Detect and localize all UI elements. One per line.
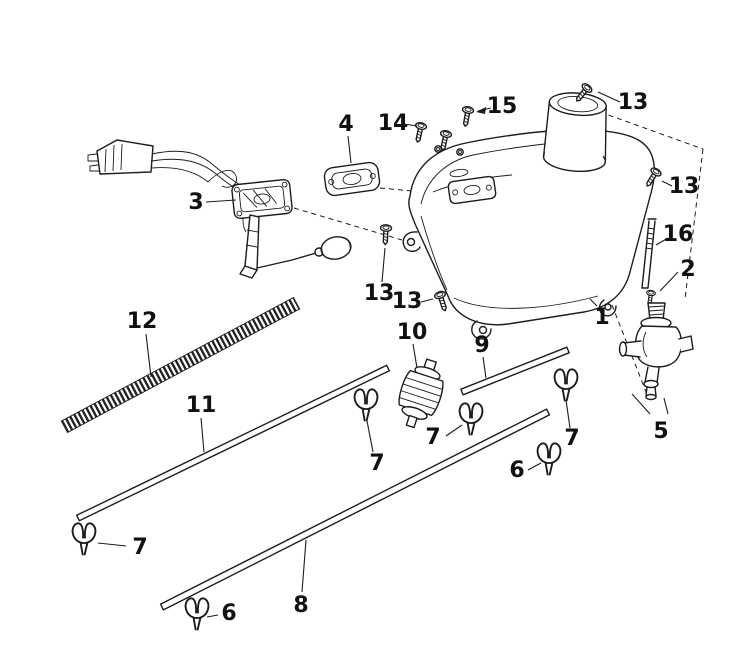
screw-part-15 (459, 105, 475, 128)
hose-clip (553, 368, 579, 402)
part-label-6: 6 (221, 601, 236, 626)
part-label-10: 10 (397, 320, 428, 345)
part-label-6: 6 (509, 458, 524, 483)
part-label-13: 13 (364, 281, 395, 306)
petcock-rod (641, 218, 657, 289)
callout-labels: 1 2 3 4 5 6 6 7 7 7 7 8 9 10 11 12 13 13… (127, 90, 700, 626)
part-label-16: 16 (663, 222, 694, 247)
part-label-12: 12 (127, 309, 158, 334)
hose-clip (184, 597, 210, 631)
part-label-7: 7 (369, 451, 384, 476)
part-label-13: 13 (392, 289, 423, 314)
part-label-7: 7 (564, 426, 579, 451)
fuel-hose-8 (159, 408, 551, 611)
hose-clip (536, 442, 562, 476)
hose-clip (353, 388, 379, 422)
part-label-5: 5 (653, 419, 668, 444)
part-label-15: 15 (487, 94, 518, 119)
filler-neck (542, 92, 608, 173)
fuel-hose-9 (460, 346, 570, 396)
wiring-connector (87, 139, 154, 175)
leader-lines (97, 91, 679, 618)
part-label-11: 11 (186, 393, 217, 418)
part-label-13: 13 (618, 90, 649, 115)
part-label-2: 2 (680, 257, 695, 282)
part-label-3: 3 (188, 190, 203, 215)
fuel-sender-assembly (87, 139, 352, 279)
sender-float-arm (239, 214, 352, 279)
hose-clip (458, 402, 484, 436)
screw-part-14 (411, 121, 428, 144)
part-label-7: 7 (132, 535, 147, 560)
screw-part-13 (378, 223, 393, 246)
part-label-4: 4 (338, 112, 353, 137)
part-label-9: 9 (474, 333, 489, 358)
fuel-filter (398, 358, 444, 429)
part-label-7: 7 (425, 425, 440, 450)
tank-mount-tabs (402, 231, 617, 340)
corrugated-tube (60, 296, 301, 434)
hose-clip (71, 522, 97, 556)
fuel-hose-11 (75, 364, 390, 522)
part-label-8: 8 (293, 593, 308, 618)
tank-sender-mount (447, 175, 497, 205)
part-label-13: 13 (669, 174, 700, 199)
washers (434, 145, 464, 156)
sender-plate (231, 178, 293, 220)
petcock-assembly (618, 302, 694, 401)
part-label-1: 1 (594, 305, 609, 330)
gasket-plate (323, 161, 381, 197)
part-label-14: 14 (378, 111, 409, 136)
fuel-tank (402, 92, 655, 340)
